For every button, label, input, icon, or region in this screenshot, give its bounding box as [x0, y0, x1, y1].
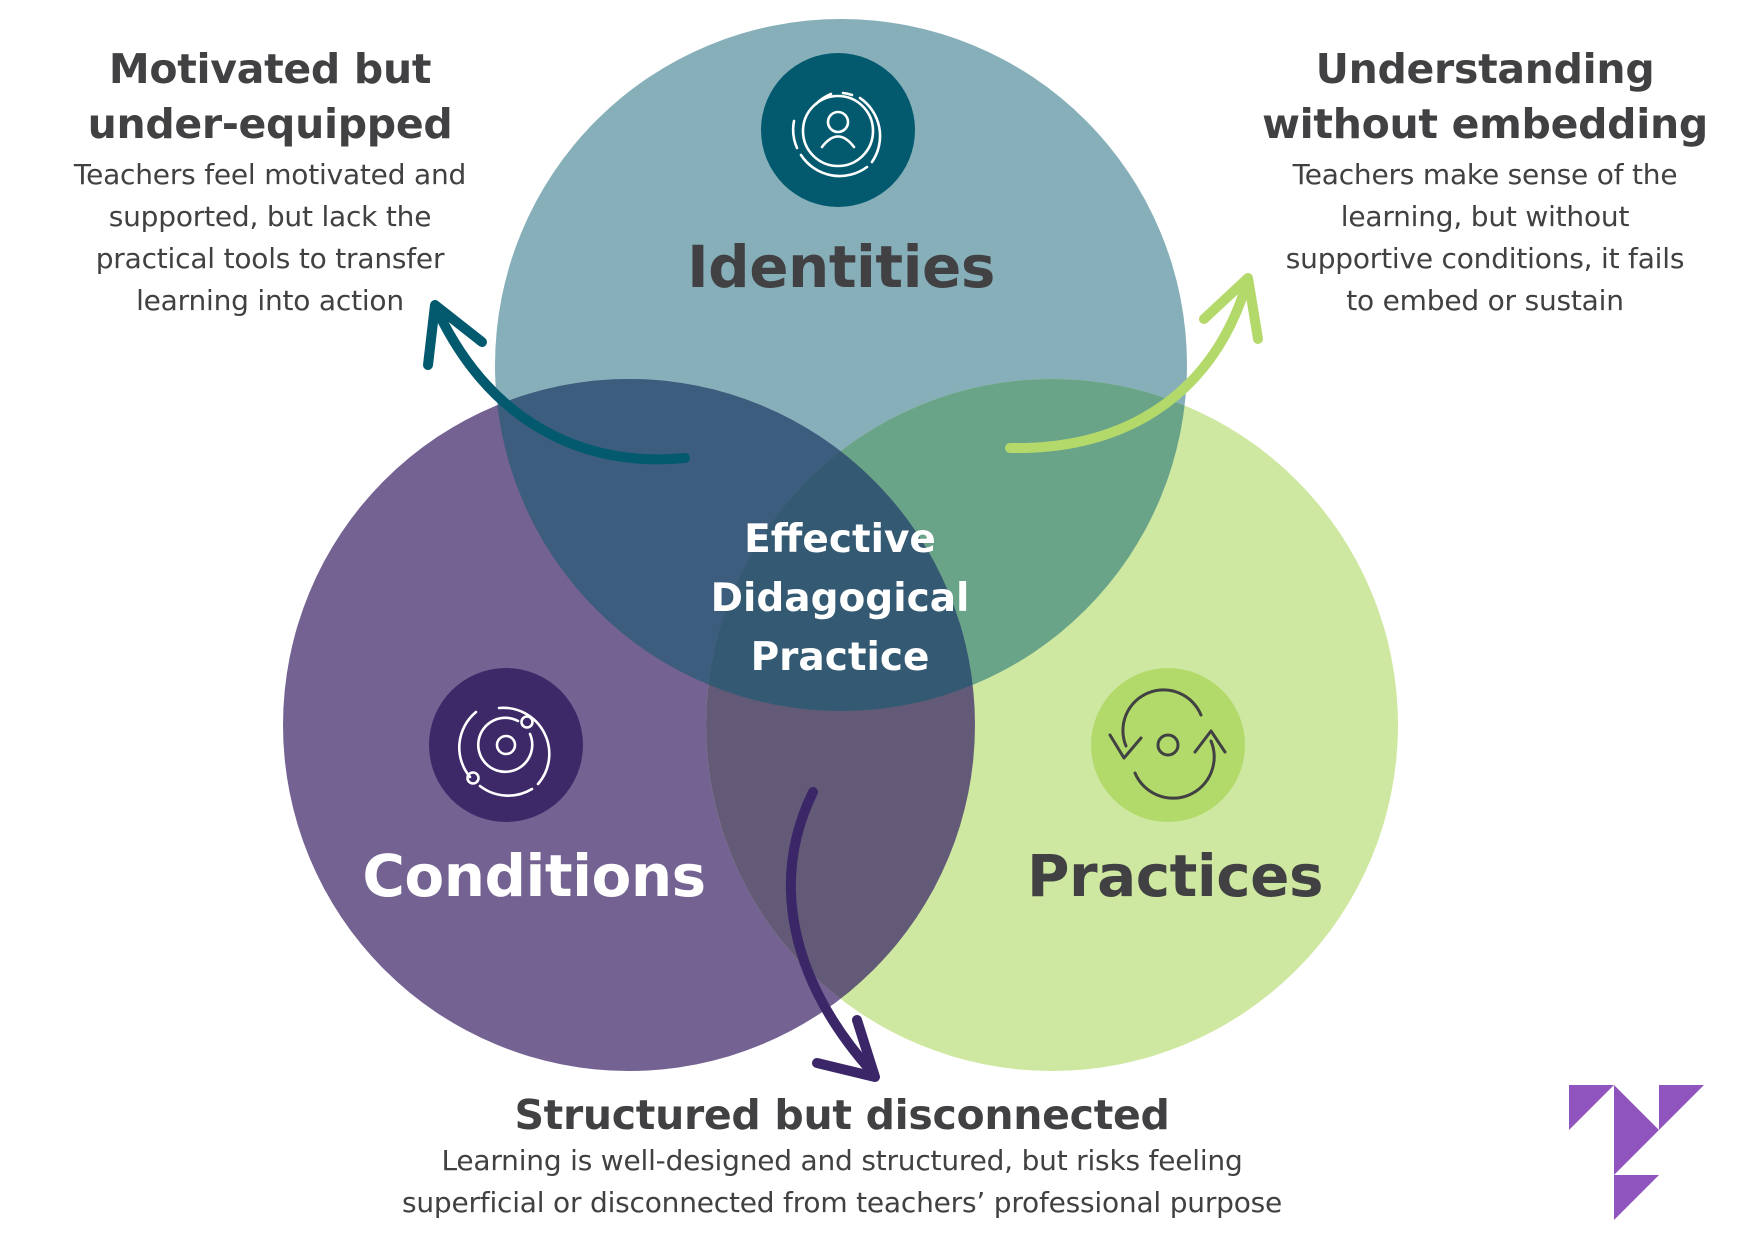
- logo-triangle: [1614, 1175, 1659, 1220]
- callout-body-line: superficial or disconnected from teacher…: [401, 1186, 1283, 1219]
- callout-body-line: to embed or sustain: [1346, 284, 1624, 317]
- center-label-line: Effective: [744, 517, 936, 562]
- center-label: Effective Didagogical Practice: [640, 510, 1040, 687]
- center-label-line: Didagogical: [710, 576, 970, 621]
- callout-title-line: Understanding: [1315, 45, 1655, 93]
- callout-title-line: Motivated but: [108, 45, 432, 93]
- callout-body-line: learning, but without: [1340, 200, 1630, 233]
- callout-title: Understanding without embedding: [1235, 42, 1735, 152]
- callout-body-line: Teachers make sense of the: [1292, 158, 1678, 191]
- callout-title-line: Structured but disconnected: [514, 1091, 1170, 1139]
- orbit-icon: [429, 668, 583, 822]
- center-label-line: Practice: [750, 635, 930, 680]
- callout-body-line: practical tools to transfer: [95, 242, 445, 275]
- callout-body-line: learning into action: [136, 284, 404, 317]
- callout-body: Teachers make sense of the learning, but…: [1235, 154, 1735, 322]
- callout-structured-but-disconnected: Structured but disconnected Learning is …: [327, 1090, 1357, 1224]
- overlap-all: [706, 379, 975, 711]
- brand-logo: [1569, 1085, 1704, 1220]
- callout-title-line: without embedding: [1262, 100, 1708, 148]
- practices-label: Practices: [1027, 842, 1323, 910]
- callout-motivated-under-equipped: Motivated but under-equipped Teachers fe…: [20, 42, 520, 322]
- callout-title-line: under-equipped: [87, 100, 453, 148]
- callout-body-line: Teachers feel motivated and: [73, 158, 467, 191]
- callout-body: Teachers feel motivated and supported, b…: [20, 154, 520, 322]
- callout-title: Motivated but under-equipped: [20, 42, 520, 152]
- callout-body-line: Learning is well-designed and structured…: [441, 1144, 1243, 1177]
- arrow-to-left-callout: [423, 300, 690, 465]
- arrow-to-right-callout: [1005, 273, 1263, 454]
- callout-body-line: supportive conditions, it fails: [1285, 242, 1685, 275]
- callout-understanding-without-embedding: Understanding without embedding Teachers…: [1235, 42, 1735, 322]
- logo-triangle: [1614, 1085, 1659, 1175]
- cycle-arrows-icon: [1091, 668, 1245, 822]
- person-target-icon: [761, 53, 915, 207]
- logo-triangle: [1569, 1085, 1614, 1130]
- logo-triangle: [1659, 1085, 1704, 1130]
- callout-body: Learning is well-designed and structured…: [327, 1140, 1357, 1224]
- callout-title: Structured but disconnected: [327, 1090, 1357, 1140]
- conditions-label: Conditions: [362, 842, 706, 910]
- arrow-to-bottom-callout: [785, 787, 880, 1082]
- identities-label: Identities: [687, 233, 995, 301]
- callout-body-line: supported, but lack the: [108, 200, 432, 233]
